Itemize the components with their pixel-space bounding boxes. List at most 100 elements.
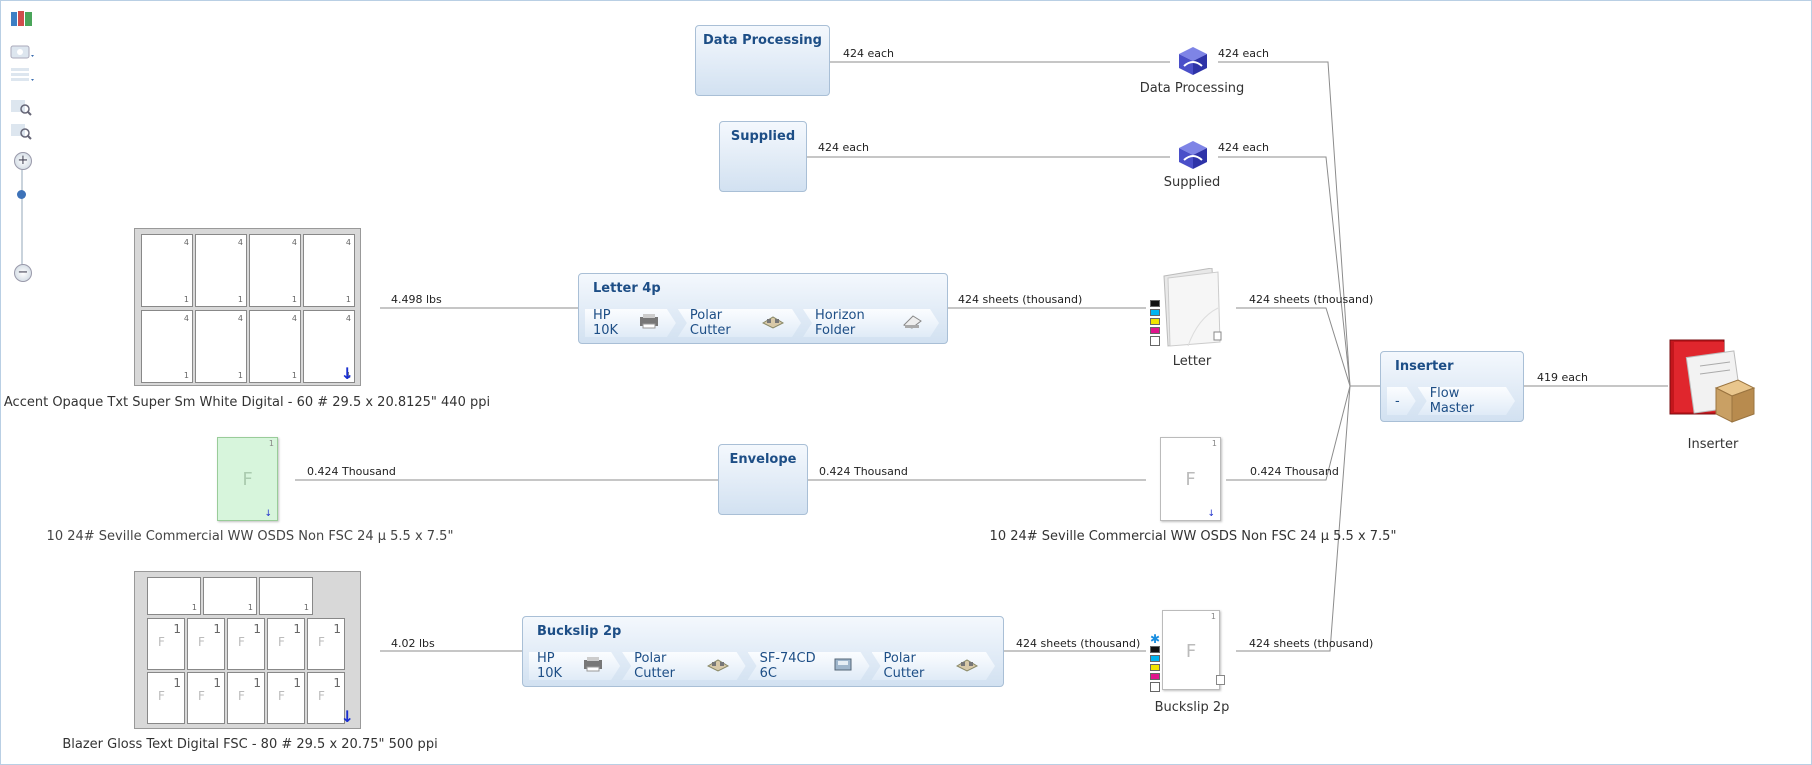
layout-options-icon[interactable] — [10, 66, 36, 88]
edge-label: 424 each — [1218, 141, 1270, 154]
logo-books-icon[interactable] — [10, 10, 34, 32]
letter-job-node[interactable]: Letter 4p HP 10K Polar Cutter Horizon Fo… — [578, 273, 948, 344]
edge-label: 424 sheets (thousand) — [1016, 637, 1141, 650]
arrow-down-icon: ↓ — [264, 509, 272, 519]
zoom-slider-track[interactable] — [21, 170, 23, 264]
printer-icon — [582, 656, 604, 676]
edge-label: 0.424 Thousand — [1250, 465, 1339, 478]
cmyk-color-bar — [1150, 646, 1160, 694]
node-title: Envelope — [729, 452, 797, 467]
step-polar-cutter[interactable]: Polar Cutter — [622, 652, 745, 680]
step-polar-cutter-2[interactable]: Polar Cutter — [872, 652, 995, 680]
inserter-node[interactable]: Inserter - Flow Master — [1380, 351, 1524, 422]
imposition-cell: 1 — [147, 577, 201, 615]
buckslip-output-page[interactable]: F 1 — [1162, 610, 1225, 690]
buckslip-job-node[interactable]: Buckslip 2p HP 10K Polar Cutter SF-74CD … — [522, 616, 1004, 687]
zoom-slider-handle[interactable] — [17, 190, 26, 199]
output-caption: Buckslip 2p — [1154, 700, 1230, 715]
edge-label: 0.424 Thousand — [307, 465, 396, 478]
coater-icon — [832, 656, 854, 676]
node-title: Buckslip 2p — [537, 624, 622, 639]
output-caption: Letter — [1172, 354, 1212, 369]
envelope-stock-caption: 10 24# Seville Commercial WW OSDS Non FS… — [46, 529, 454, 544]
printer-icon — [638, 313, 660, 333]
arrow-down-icon: ↓ — [340, 707, 354, 726]
inserter-package-icon — [1666, 336, 1760, 432]
step-polar-cutter[interactable]: Polar Cutter — [678, 309, 801, 337]
cmyk-color-bar — [1150, 300, 1160, 348]
view-options-icon[interactable] — [10, 44, 36, 64]
edge-dp-inserter — [1218, 61, 1351, 387]
zoom-in-button[interactable]: + — [14, 152, 32, 170]
spot-color-star-icon: ✱ — [1150, 632, 1161, 646]
data-processing-node[interactable]: Data Processing — [695, 25, 830, 96]
edge-label: 424 sheets (thousand) — [1249, 637, 1374, 650]
zoom-out-button[interactable]: − — [14, 264, 32, 282]
imposition-cell: 1 — [203, 577, 257, 615]
cutter-icon — [761, 313, 785, 333]
cutter-icon — [706, 656, 730, 676]
imposition-cell: 1 — [259, 577, 313, 615]
output-caption: Supplied — [1163, 175, 1221, 190]
zoom-fit-icon[interactable] — [10, 98, 34, 120]
edge-label: 424 each — [843, 47, 895, 60]
envelope-node[interactable]: Envelope — [718, 444, 808, 515]
letter-stock-caption: Accent Opaque Txt Super Sm White Digital… — [3, 395, 491, 410]
node-title: Inserter — [1395, 359, 1454, 374]
step-dash[interactable]: - — [1387, 387, 1416, 415]
edge-label: 419 each — [1537, 371, 1589, 384]
node-title: Letter 4p — [593, 281, 661, 296]
step-hp-10k[interactable]: HP 10K — [585, 309, 676, 337]
cutter-icon — [955, 656, 979, 676]
folded-letter-icon — [1160, 267, 1222, 352]
supplied-node[interactable]: Supplied — [719, 121, 807, 192]
page-stack-icon — [1216, 675, 1225, 685]
output-caption: Inserter — [1687, 437, 1739, 452]
arrow-down-icon: ↓ — [340, 364, 354, 383]
zoom-selection-icon[interactable] — [10, 122, 34, 144]
edge-label: 424 each — [1218, 47, 1270, 60]
output-caption: Data Processing — [1139, 81, 1245, 96]
step-horizon-folder[interactable]: Horizon Folder — [803, 309, 939, 337]
edge-buckslip-inserter — [1236, 385, 1351, 652]
edge-label: 424 sheets (thousand) — [958, 293, 1083, 306]
folder-machine-icon — [901, 313, 923, 333]
edge-letter-inserter — [1236, 307, 1351, 387]
step-sf-74cd-6c[interactable]: SF-74CD 6C — [748, 652, 870, 680]
edge-label: 4.498 lbs — [391, 293, 442, 306]
envelope-output-page[interactable]: F 1 ↓ — [1160, 437, 1221, 521]
cube-icon — [1176, 138, 1210, 176]
node-title: Supplied — [730, 129, 796, 144]
step-flow-master[interactable]: Flow Master — [1418, 387, 1515, 415]
buckslip-stock-caption: Blazer Gloss Text Digital FSC - 80 # 29.… — [62, 737, 438, 752]
node-title: Data Processing — [703, 33, 822, 48]
envelope-stock-page[interactable]: F 1 ↓ — [217, 437, 278, 521]
edge-env-inserter — [1226, 385, 1351, 481]
step-hp-10k[interactable]: HP 10K — [529, 652, 620, 680]
arrow-down-icon: ↓ — [1207, 509, 1215, 519]
cube-icon — [1176, 44, 1210, 82]
output-caption: 10 24# Seville Commercial WW OSDS Non FS… — [989, 529, 1397, 544]
edge-label: 4.02 lbs — [391, 637, 435, 650]
